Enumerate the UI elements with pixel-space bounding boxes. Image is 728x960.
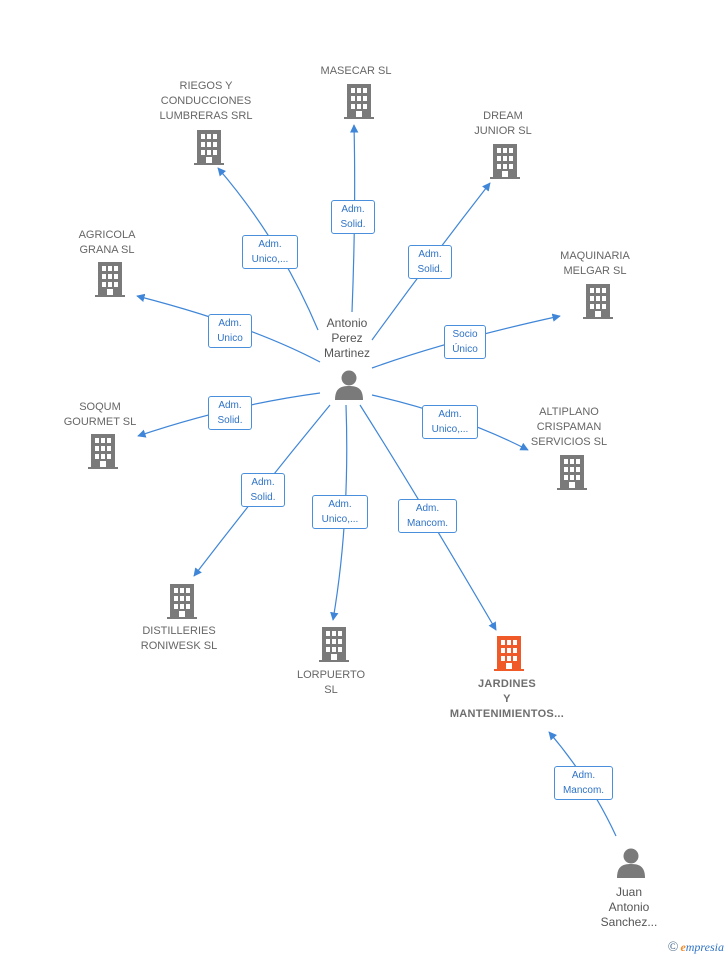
relation-text: Adm. (341, 204, 365, 215)
label-line: LORPUERTO (296, 669, 366, 681)
label-line: SERVICIOS SL (530, 436, 608, 448)
label-line: SOQUM (79, 401, 121, 413)
building-icon-distilleries[interactable] (167, 584, 197, 619)
relation-text: Adm. (328, 499, 352, 510)
company-label-lorpuerto[interactable]: LORPUERTO SL (281, 668, 381, 698)
company-label-soqum[interactable]: SOQUM GOURMET SL (50, 400, 150, 430)
relation-text: Solid. (417, 264, 443, 275)
label-line: GRANA SL (79, 244, 135, 256)
relation-text: Adm. (218, 318, 242, 329)
relation-box-juan-jardines[interactable]: Adm. Mancom. (554, 766, 613, 800)
label-line: RONIWESK SL (140, 640, 218, 652)
building-icon-masecar[interactable] (344, 84, 374, 119)
relation-text: Adm. (418, 249, 442, 260)
label-line: MELGAR SL (563, 265, 627, 277)
building-icon-soqum[interactable] (88, 434, 118, 469)
label-line: RIEGOS Y (179, 80, 233, 92)
relation-box-lorpuerto[interactable]: Adm. Unico,... (312, 495, 368, 529)
building-icon-dream[interactable] (490, 144, 520, 179)
label-line: ALTIPLANO (539, 406, 599, 418)
relation-text: Adm. (218, 400, 242, 411)
building-icon-maquinaria[interactable] (583, 284, 613, 319)
relation-box-distilleries[interactable]: Adm. Solid. (241, 473, 285, 507)
relation-text: Adm. (571, 770, 596, 781)
building-icon-altiplano[interactable] (557, 455, 587, 490)
company-label-jardines[interactable]: JARDINES Y MANTENIMIENTOS... (432, 677, 582, 722)
relation-text: Único (452, 344, 478, 355)
building-icon-lorpuerto[interactable] (319, 627, 349, 662)
label-line: Perez (331, 331, 363, 345)
building-icon-riegos[interactable] (194, 130, 224, 165)
label-line: AGRICOLA (78, 229, 136, 241)
relation-box-agricola[interactable]: Adm. Unico (208, 314, 252, 348)
label-line: JARDINES (477, 678, 537, 690)
label-line: Sanchez... (600, 915, 658, 929)
relation-box-maquinaria[interactable]: Socio Único (444, 325, 486, 359)
label-line: Juan (615, 885, 643, 899)
company-label-dream[interactable]: DREAM JUNIOR SL (453, 109, 553, 139)
relation-text: Mancom. (406, 518, 449, 529)
company-label-riegos[interactable]: RIEGOS Y CONDUCCIONES LUMBRERAS SRL (146, 79, 266, 124)
label-line: Antonio (326, 316, 368, 330)
label-line: GOURMET SL (63, 416, 137, 428)
label-line: Y (503, 693, 511, 705)
building-icon-agricola[interactable] (95, 262, 125, 297)
label-line: MAQUINARIA (560, 250, 630, 262)
label-line: CRISPAMAN (536, 421, 602, 433)
label-line: MANTENIMIENTOS... (449, 708, 565, 720)
relation-box-soqum[interactable]: Adm. Solid. (208, 396, 252, 430)
relation-box-riegos[interactable]: Adm. Unico,... (242, 235, 298, 269)
relation-text: Solid. (250, 492, 276, 503)
relation-text: Adm. (415, 503, 440, 514)
label-line: LUMBRERAS SRL (159, 110, 253, 122)
relation-text: Solid. (340, 219, 366, 230)
company-label-altiplano[interactable]: ALTIPLANO CRISPAMAN SERVICIOS SL (519, 405, 619, 450)
relation-text: Solid. (217, 415, 243, 426)
company-label-maquinaria[interactable]: MAQUINARIA MELGAR SL (545, 249, 645, 279)
building-icon-jardines[interactable] (494, 636, 524, 671)
person-icon-secondary[interactable] (617, 848, 645, 879)
label-line: SL (324, 684, 338, 696)
label-line: CONDUCCIONES (160, 95, 252, 107)
person-label-central[interactable]: Antonio Perez Martinez (297, 316, 397, 361)
relation-text: Adm. (258, 239, 282, 250)
relation-text: Adm. (251, 477, 275, 488)
company-label-masecar[interactable]: MASECAR SL (296, 64, 416, 79)
relation-text: Unico,... (431, 424, 469, 435)
relation-text: Socio (452, 329, 478, 340)
company-label-agricola[interactable]: AGRICOLA GRANA SL (57, 228, 157, 258)
relation-text: Mancom. (562, 785, 605, 796)
relation-text: Unico (217, 333, 243, 344)
relation-box-masecar[interactable]: Adm. Solid. (331, 200, 375, 234)
brand-logo: ©empresia (668, 940, 724, 956)
relation-box-altiplano[interactable]: Adm. Unico,... (422, 405, 478, 439)
relation-box-jardines[interactable]: Adm. Mancom. (398, 499, 457, 533)
relation-text: Unico,... (251, 254, 289, 265)
brand-initial: e (680, 940, 686, 954)
label-line: DREAM (483, 110, 523, 122)
label-line: DISTILLERIES (142, 625, 216, 637)
brand-name: mpresia (685, 940, 724, 954)
person-icon-central[interactable] (335, 370, 363, 401)
label-line: JUNIOR SL (474, 125, 532, 137)
copyright-icon: © (667, 940, 679, 955)
label-line: Martinez (323, 346, 370, 360)
relation-text: Unico,... (321, 514, 359, 525)
person-label-secondary[interactable]: Juan Antonio Sanchez... (579, 885, 679, 930)
label-line: Antonio (608, 900, 650, 914)
relation-text: Adm. (438, 409, 462, 420)
label-line: MASECAR SL (320, 65, 392, 77)
company-label-distilleries[interactable]: DISTILLERIES RONIWESK SL (129, 624, 229, 654)
relation-box-dream[interactable]: Adm. Solid. (408, 245, 452, 279)
